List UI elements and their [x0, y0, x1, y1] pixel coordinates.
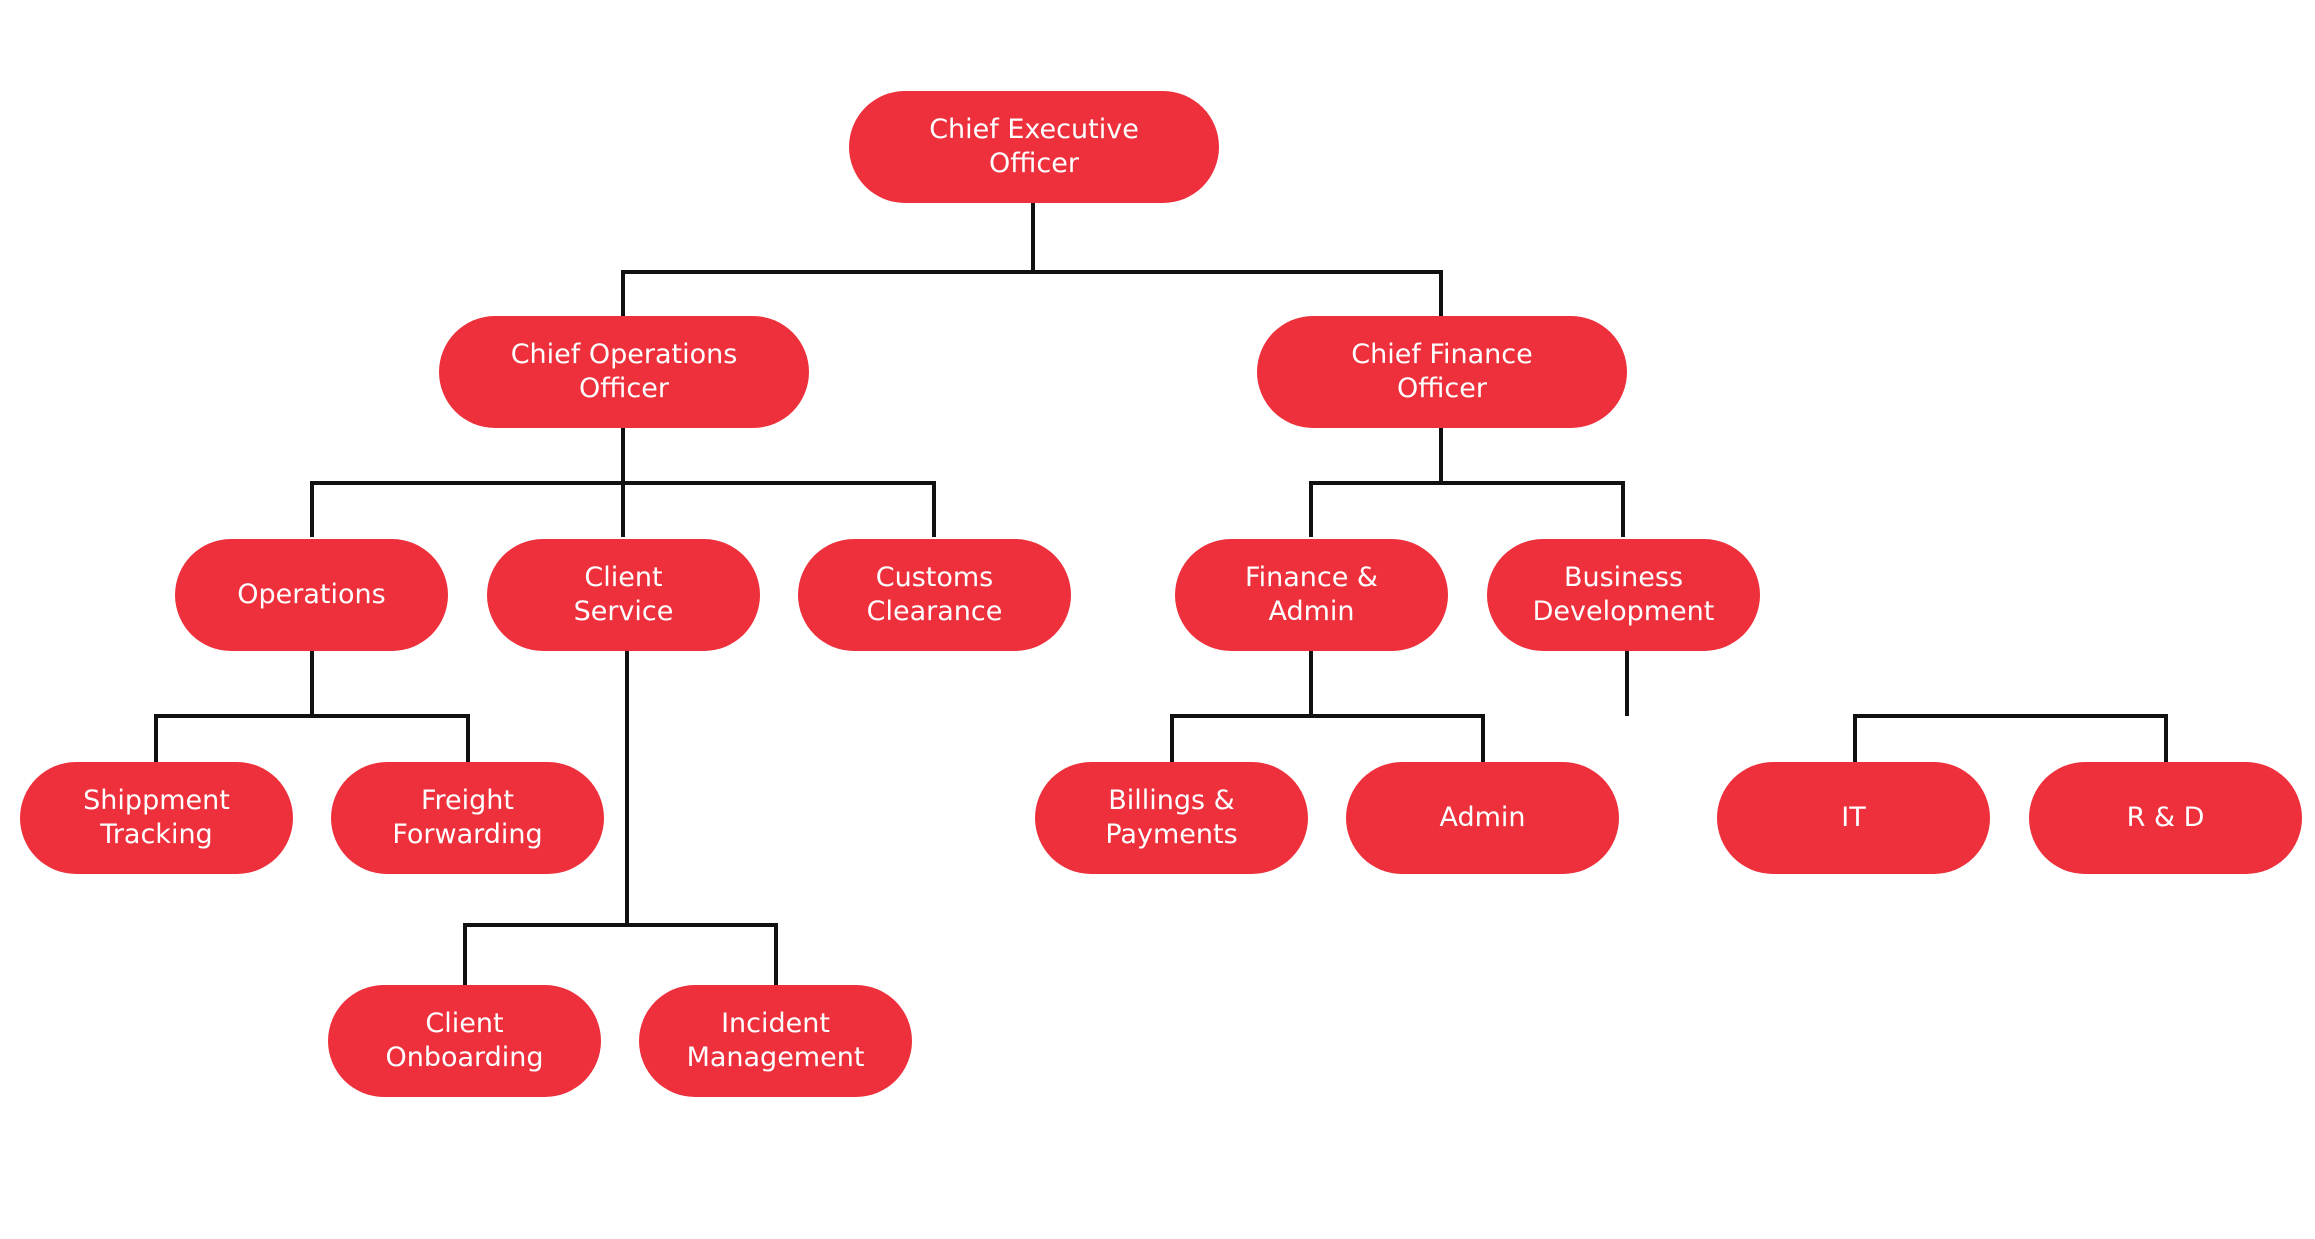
node-label: Operations [237, 579, 386, 610]
node-label: Client Service [573, 562, 674, 627]
node-label: Billings & Payments [1105, 785, 1238, 850]
node-admin: Admin [1346, 762, 1619, 874]
node-billings-payments: Billings & Payments [1035, 762, 1308, 874]
node-customs-clearance: Customs Clearance [798, 539, 1071, 651]
node-label: Client Onboarding [385, 1008, 544, 1073]
node-label: Chief Operations Officer [510, 339, 738, 404]
node-label: Customs Clearance [866, 562, 1003, 627]
node-label: Admin [1439, 802, 1526, 833]
node-incident-management: Incident Management [639, 985, 912, 1097]
connector-finance-admin-to-teams [1170, 714, 1485, 762]
node-label: Shippment Tracking [83, 785, 230, 850]
node-shipment-tracking: Shippment Tracking [20, 762, 293, 874]
node-r-and-d: R & D [2029, 762, 2302, 874]
node-label: Freight Forwarding [392, 785, 543, 850]
node-cfo: Chief Finance Officer [1257, 316, 1627, 428]
node-label: R & D [2126, 802, 2205, 833]
node-it: IT [1717, 762, 1990, 874]
connector-client-service-to-teams [463, 923, 778, 985]
node-coo: Chief Operations Officer [439, 316, 809, 428]
node-client-onboarding: Client Onboarding [328, 985, 601, 1097]
connector-business-development-to-teams [1853, 714, 2168, 762]
node-label: IT [1841, 802, 1866, 833]
node-label: Chief Executive Officer [929, 114, 1139, 179]
connector-cfo-to-departments [1309, 481, 1625, 537]
node-label: Chief Finance Officer [1351, 339, 1533, 404]
connector-operations-to-teams [154, 714, 470, 762]
node-freight-forwarding: Freight Forwarding [331, 762, 604, 874]
node-label: Incident Management [686, 1008, 865, 1073]
node-label: Finance & Admin [1245, 562, 1378, 627]
node-finance-admin: Finance & Admin [1175, 539, 1448, 651]
node-operations: Operations [175, 539, 448, 651]
node-client-service: Client Service [487, 539, 760, 651]
node-ceo: Chief Executive Officer [849, 91, 1219, 203]
node-business-development: Business Development [1487, 539, 1760, 651]
node-label: Business Development [1532, 562, 1715, 627]
